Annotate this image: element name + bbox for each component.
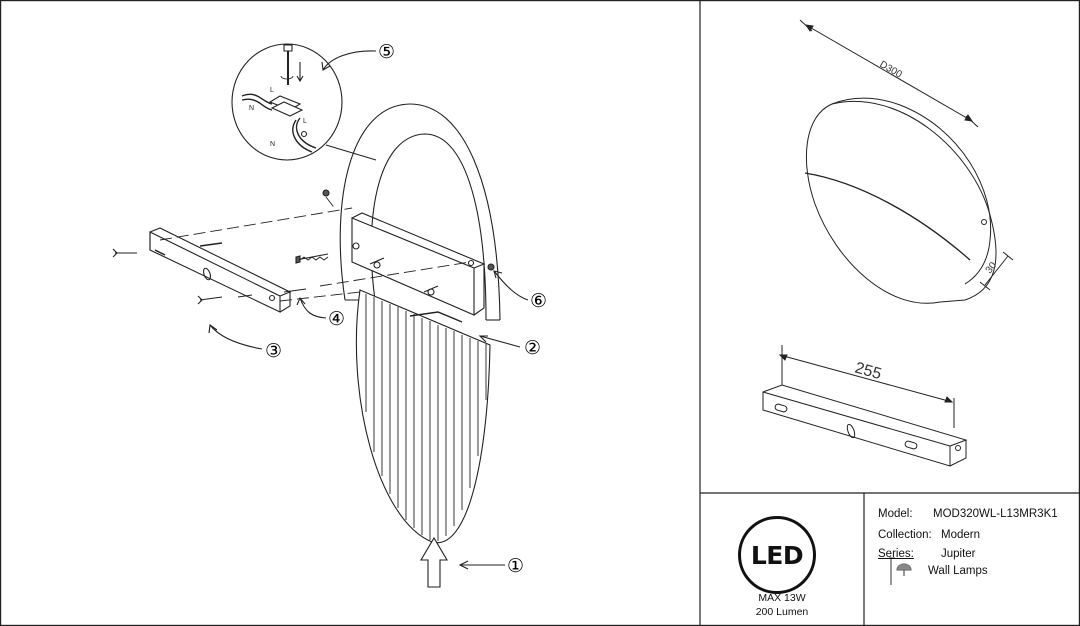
mount-screws <box>295 253 439 293</box>
wiring-mark-n-upper: N <box>249 105 254 112</box>
callout-1: ① <box>507 556 524 577</box>
led-lumen: 200 Lumen <box>755 606 809 618</box>
series-label: Series: <box>878 548 914 560</box>
diameter-dimension <box>799 19 979 128</box>
callout-4: ④ <box>328 309 345 330</box>
collection-label: Collection: <box>878 529 932 541</box>
wiring-mark-n-lower: N <box>270 141 275 148</box>
disc-lamp-view <box>804 97 997 304</box>
install-up-arrow-icon <box>420 536 448 588</box>
wiring-mark-l-lower: L <box>303 118 307 125</box>
wiring-detail-bubble <box>231 43 377 161</box>
wall-lamp-icon <box>889 557 912 585</box>
bracket-length-dimension <box>778 345 955 428</box>
wall-plugs <box>112 189 495 305</box>
led-power: MAX 13W <box>758 592 806 604</box>
callout-6: ⑥ <box>530 291 547 312</box>
bracket-length-label: 255 <box>853 360 883 384</box>
assembly-guide-lines <box>159 196 471 302</box>
depth-dimension <box>979 251 1014 291</box>
led-logo-text: LED <box>750 540 804 570</box>
exploded-assembly: L N L N <box>112 43 529 588</box>
callout-3: ③ <box>265 341 282 362</box>
bracket-view <box>762 384 968 467</box>
callout-2: ② <box>524 338 541 359</box>
callout-leaders <box>208 50 529 570</box>
type-value: Wall Lamps <box>928 565 988 577</box>
collection-value: Modern <box>941 529 980 541</box>
led-logo: LED <box>738 516 816 594</box>
callout-5: ⑤ <box>378 42 395 63</box>
series-value: Jupiter <box>941 548 976 560</box>
led-info-block: LED MAX 13W 200 Lumen <box>700 493 864 626</box>
model-value: MOD320WL-L13MR3K1 <box>933 508 1058 520</box>
diameter-label: D300 <box>878 59 905 81</box>
model-label: Model: <box>878 508 913 520</box>
diffuser-shade <box>355 289 491 544</box>
wiring-mark-l-upper: L <box>270 87 274 94</box>
wall-bracket <box>149 227 292 313</box>
housing-mount-plate <box>351 212 486 316</box>
dimension-views <box>762 19 1014 467</box>
